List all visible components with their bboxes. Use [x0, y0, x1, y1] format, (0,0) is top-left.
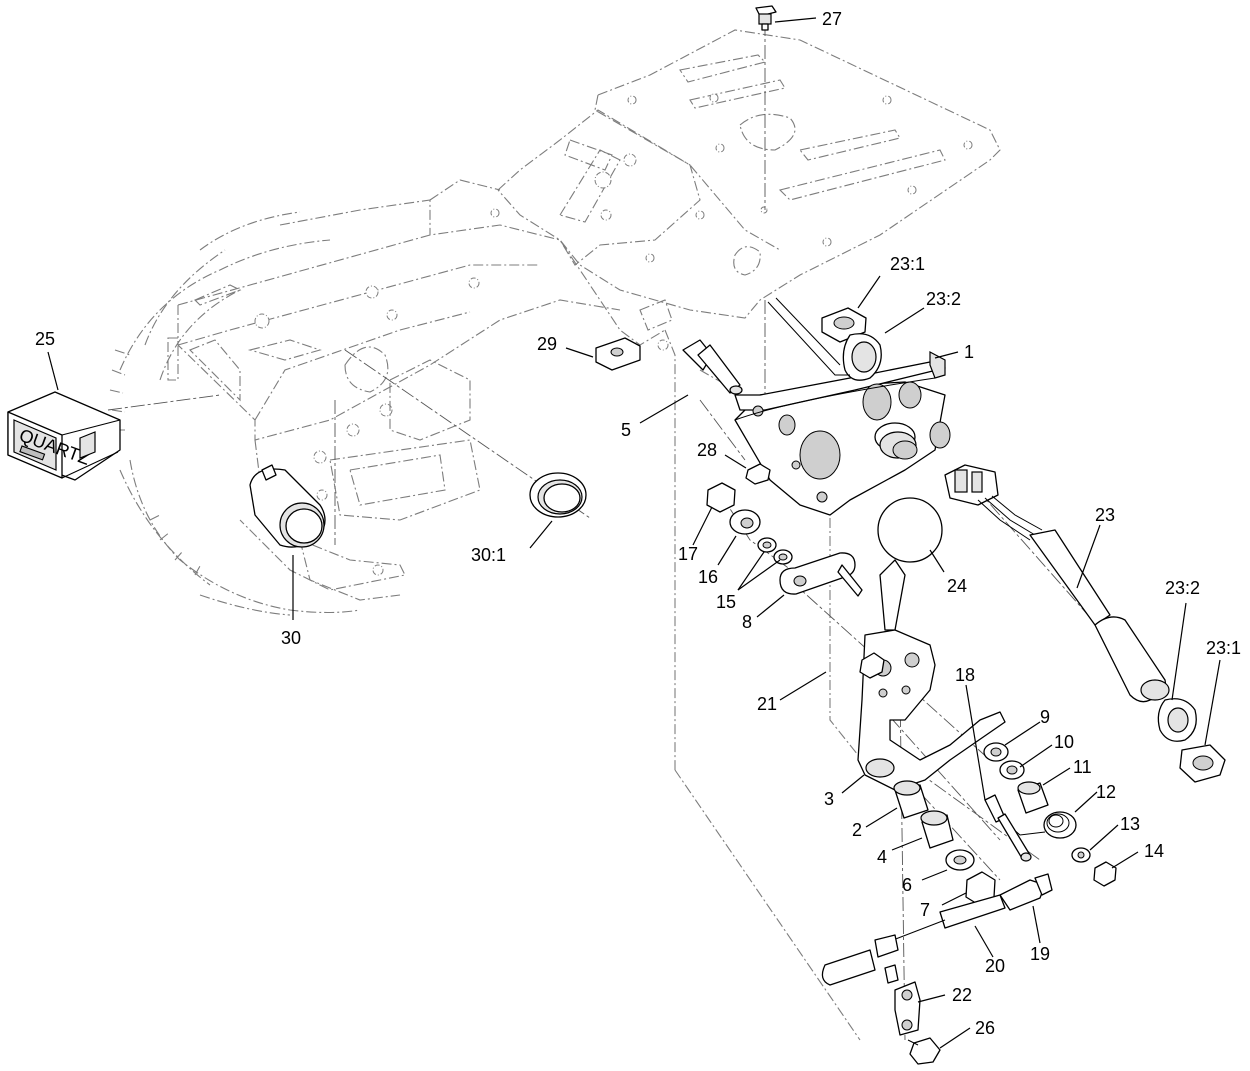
callout-4: 4: [877, 847, 887, 867]
part-22-clamp: [884, 964, 921, 1036]
callout-23-1-right: 23:1: [1206, 638, 1241, 658]
callout-17: 17: [678, 544, 698, 564]
leader-lines: [47, 17, 1221, 1049]
part-8-link: [779, 552, 863, 597]
part-5-pivot-pin: [682, 339, 743, 395]
part-28-nut: [745, 463, 771, 485]
callout-23: 23: [1095, 505, 1115, 525]
callout-12: 12: [1096, 782, 1116, 802]
callout-23-1-top: 23:1: [890, 254, 925, 274]
callout-16: 16: [698, 567, 718, 587]
ghost-frame: [109, 29, 1001, 1041]
callout-5: 5: [621, 420, 631, 440]
part-11-bushing: [1017, 781, 1049, 814]
part-9-washer: [983, 742, 1009, 762]
part-14-nut: [1093, 861, 1117, 887]
part-23-inner-nut: [874, 422, 918, 460]
callout-7: 7: [920, 900, 930, 920]
callout-23-2-right: 23:2: [1165, 578, 1200, 598]
callout-19: 19: [1030, 944, 1050, 964]
part-12-spring: [1011, 811, 1077, 839]
callout-2: 2: [852, 820, 862, 840]
part-18-rod: [984, 794, 1032, 862]
part-27-bolt: [755, 5, 777, 31]
part-13-washer: [1071, 847, 1091, 863]
callout-14: 14: [1144, 841, 1164, 861]
callout-9: 9: [1040, 707, 1050, 727]
callout-26: 26: [975, 1018, 995, 1038]
callout-24: 24: [947, 576, 967, 596]
part-26-bolt: [907, 1037, 941, 1065]
part-20-cable: [821, 894, 1006, 986]
callout-13: 13: [1120, 814, 1140, 834]
part-6-washer: [945, 849, 975, 871]
callout-11: 11: [1073, 757, 1092, 777]
callout-25: 25: [35, 329, 55, 349]
callout-10: 10: [1054, 732, 1074, 752]
part-21-nut: [859, 652, 885, 679]
callout-23-2-top: 23:2: [926, 289, 961, 309]
part-25-hour-meter: QUARTZ: [7, 391, 121, 481]
callout-6: 6: [902, 875, 912, 895]
callout-30: 30: [281, 628, 301, 648]
part-30-cap: [249, 464, 326, 548]
callout-27: 27: [822, 9, 842, 29]
callout-1: 1: [964, 342, 974, 362]
part-24-knob: [877, 497, 943, 563]
part-29-clip-nut: [595, 337, 641, 371]
callout-3: 3: [824, 789, 834, 809]
part-4-bushing: [920, 810, 954, 849]
part-30-1-grommet: [529, 472, 587, 518]
part-17-nut: [706, 482, 736, 513]
callout-20: 20: [985, 956, 1005, 976]
callout-18: 18: [955, 665, 975, 685]
callout-29: 29: [537, 334, 557, 354]
part-3-lever: [857, 559, 1006, 791]
callout-28: 28: [697, 440, 717, 460]
part-23-switch-connector: [944, 464, 1170, 703]
part-10-washer: [999, 760, 1025, 780]
part-2-bushing: [893, 780, 929, 819]
callout-30-1: 30:1: [471, 545, 506, 565]
callout-21: 21: [757, 694, 777, 714]
callout-22: 22: [952, 985, 972, 1005]
callout-labels: 27 23:1 23:2 1 29 25 5 28 23 30:1 17 16 …: [35, 9, 1241, 1038]
part-23-nut-washer-right: [1157, 698, 1226, 783]
part-16-spacer: [729, 509, 761, 535]
part-15-washers: [757, 537, 793, 565]
part-1-bracket: [734, 351, 951, 516]
callout-8: 8: [742, 612, 752, 632]
part-19-cable-end: [999, 873, 1053, 911]
callout-15: 15: [716, 592, 736, 612]
part-23-nut-washer-top: [767, 297, 882, 381]
